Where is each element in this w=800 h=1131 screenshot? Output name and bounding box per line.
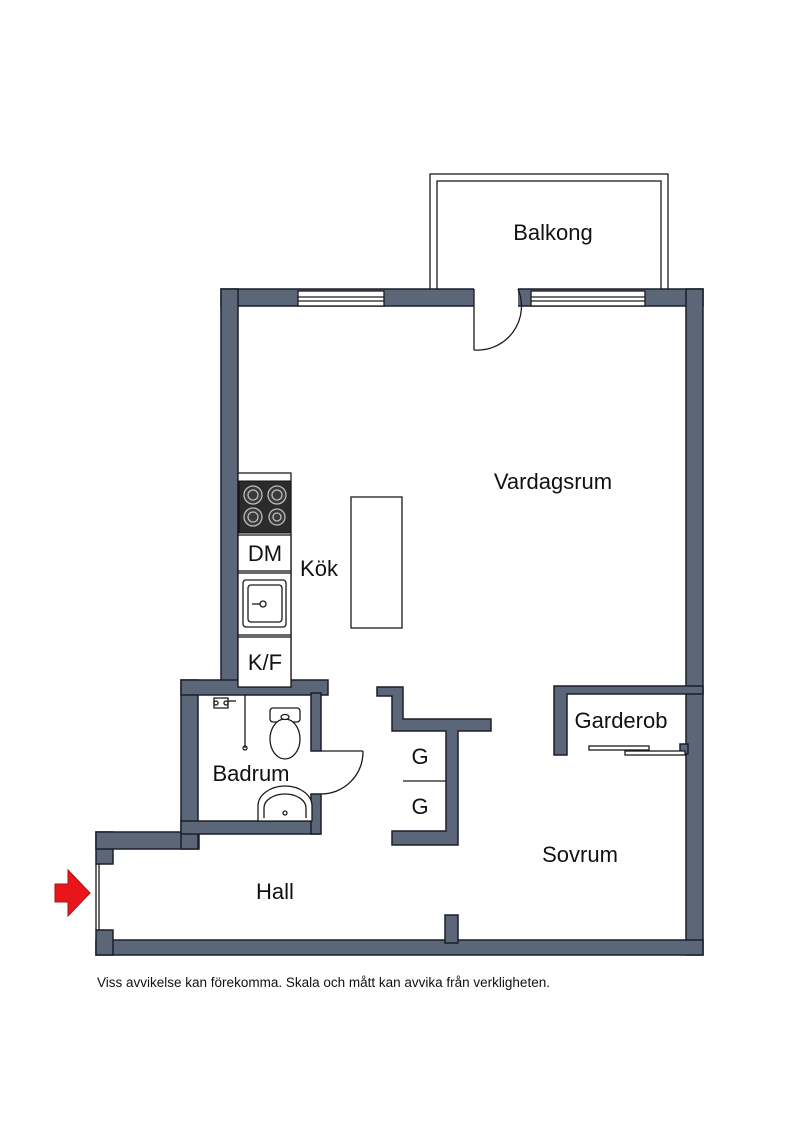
kitchen-counter bbox=[237, 472, 292, 688]
fixture-label-fridge: K/F bbox=[248, 650, 282, 675]
balcony-door bbox=[473, 287, 523, 351]
fixture-label-dishwasher: DM bbox=[248, 541, 282, 566]
room-label-hall: Hall bbox=[256, 879, 294, 904]
room-label-balkong: Balkong bbox=[513, 220, 593, 245]
balcony bbox=[429, 173, 669, 291]
room-label-garderob: Garderob bbox=[575, 708, 668, 733]
entrance-arrow-icon bbox=[54, 868, 91, 918]
windows bbox=[297, 290, 646, 307]
room-label-vardagsrum: Vardagsrum bbox=[494, 469, 612, 494]
fixture-label-wardrobe-upper: G bbox=[411, 744, 428, 769]
kitchen-island bbox=[350, 496, 403, 629]
room-label-kok: Kök bbox=[300, 556, 339, 581]
garderob-sliding-doors bbox=[588, 745, 686, 756]
room-label-sovrum: Sovrum bbox=[542, 842, 618, 867]
bathroom-door bbox=[320, 750, 364, 795]
fixture-label-wardrobe-lower: G bbox=[411, 794, 428, 819]
disclaimer-text: Viss avvikelse kan förekomma. Skala och … bbox=[97, 975, 550, 990]
entrance-opening bbox=[95, 864, 100, 930]
bathroom-fixtures bbox=[213, 695, 313, 822]
room-label-badrum: Badrum bbox=[212, 761, 289, 786]
